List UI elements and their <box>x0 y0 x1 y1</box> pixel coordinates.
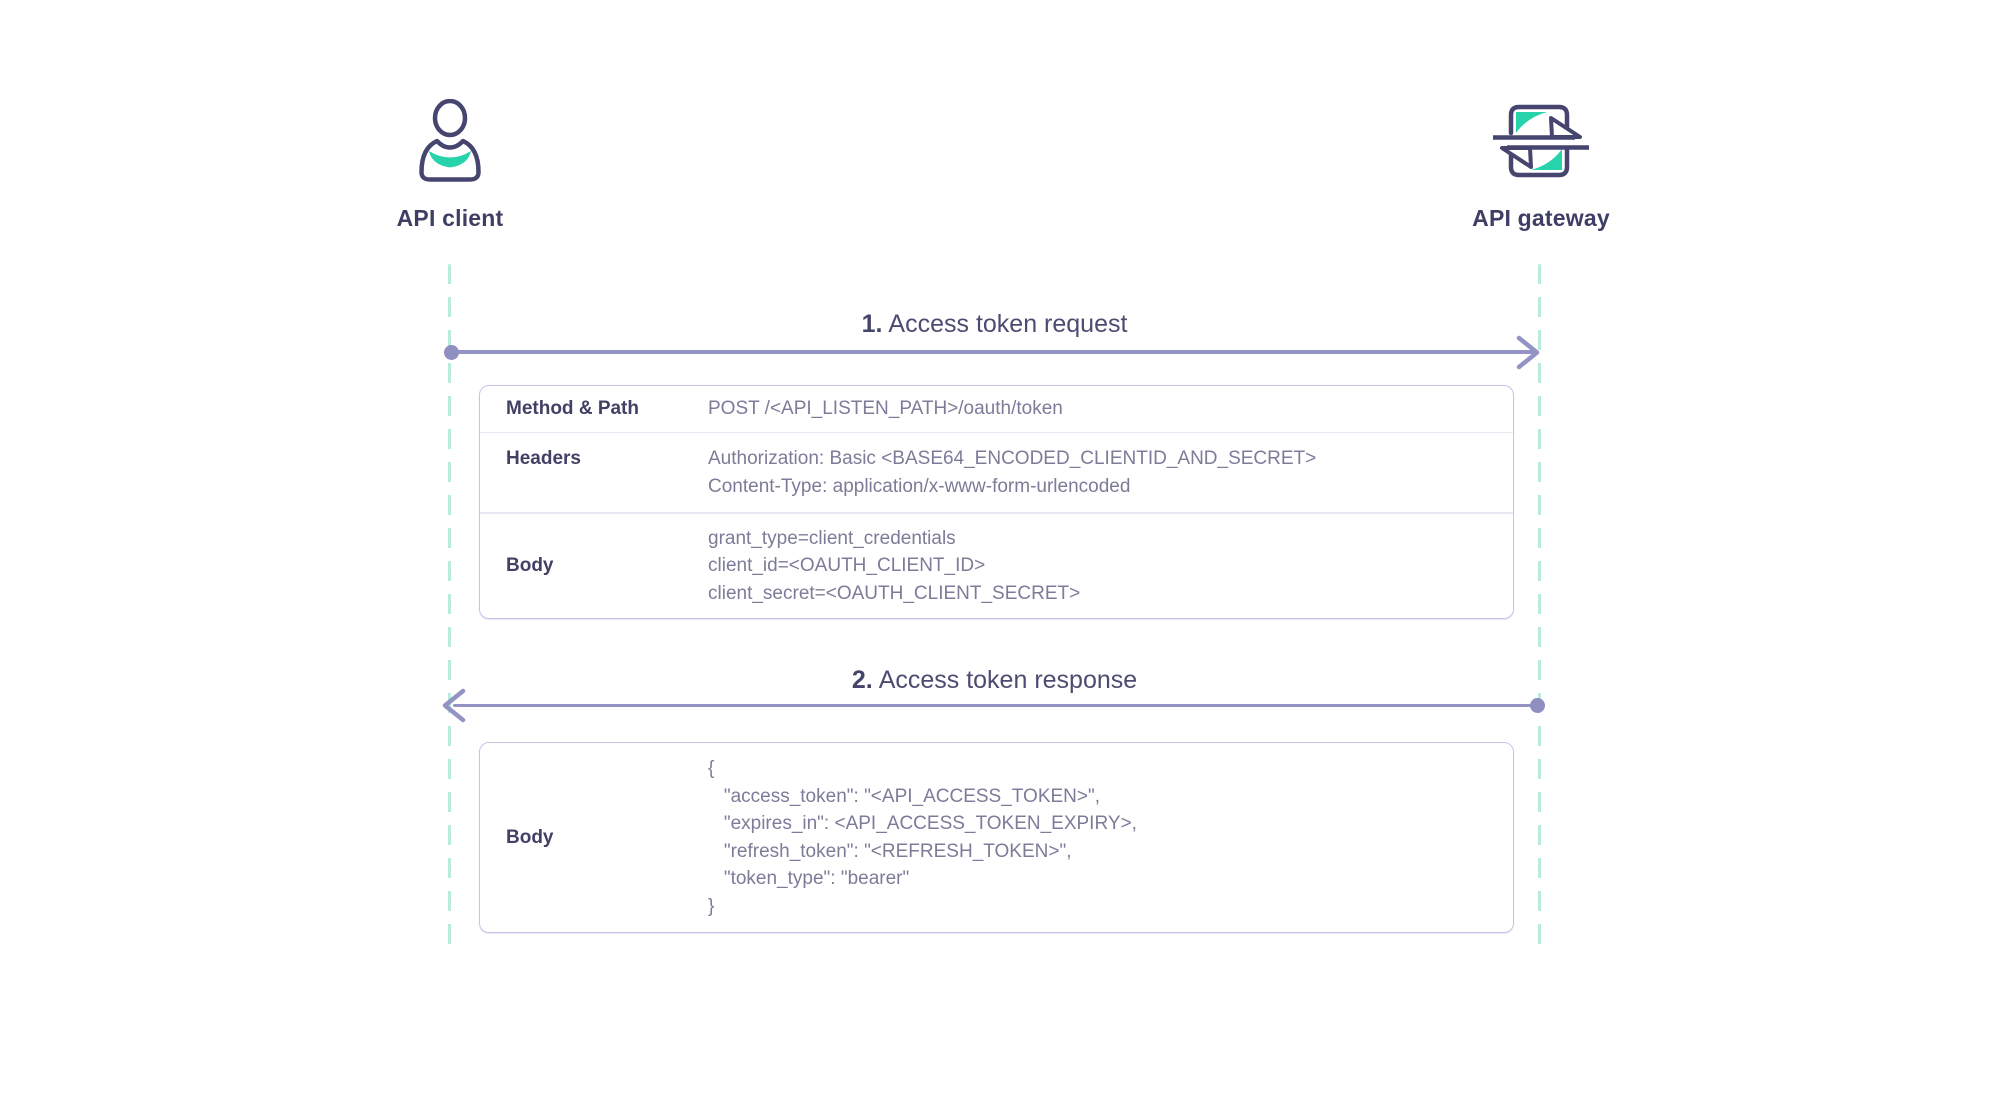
message-1-title: Access token request <box>888 310 1128 338</box>
row-value: { "access_token": "<API_ACCESS_TOKEN>", … <box>708 755 1513 920</box>
message-1-origin-dot <box>444 344 459 360</box>
row-value: Authorization: Basic <BASE64_ENCODED_CLI… <box>708 445 1513 500</box>
message-2-number: 2. <box>851 666 873 694</box>
value-line: "refresh_token": "<REFRESH_TOKEN>", <box>708 840 1072 862</box>
row-label: Method & Path <box>506 398 639 419</box>
row-label: Headers <box>506 448 581 469</box>
value-line: Content-Type: application/x-www-form-url… <box>708 475 1131 497</box>
response-table: Body { "access_token": "<API_ACCESS_TOKE… <box>479 742 1514 933</box>
message-2-origin-dot <box>1530 698 1545 713</box>
row-value: grant_type=client_credentials client_id=… <box>708 525 1513 608</box>
row-label: Body <box>506 555 554 576</box>
value-line: client_id=<OAUTH_CLIENT_ID> <box>708 555 986 576</box>
value-line: { <box>708 758 715 779</box>
arrow-right-icon <box>1516 335 1540 370</box>
value-line: POST /<API_LISTEN_PATH>/oauth/token <box>708 398 1063 419</box>
row-divider <box>480 431 1513 433</box>
table-row-headers: Headers Authorization: Basic <BASE64_ENC… <box>480 433 1513 512</box>
table-row-method-path: Method & Path POST /<API_LISTEN_PATH>/oa… <box>480 386 1513 432</box>
user-icon <box>419 99 481 182</box>
message-2-arrow-line <box>453 703 1536 707</box>
row-divider <box>480 512 1513 514</box>
arrow-left-icon <box>442 688 466 723</box>
value-line: "token_type": "bearer" <box>708 868 910 889</box>
message-1-arrow-line <box>451 350 1534 354</box>
value-line: Authorization: Basic <BASE64_ENCODED_CLI… <box>708 448 1317 469</box>
table-row-body: Body grant_type=client_credentials clien… <box>480 514 1513 619</box>
gateway-icon <box>1493 104 1589 178</box>
message-1-label: 1.Access token request <box>451 310 1538 339</box>
message-2-title: Access token response <box>878 666 1138 694</box>
value-line: grant_type=client_credentials <box>708 527 956 549</box>
value-line: "expires_in": <API_ACCESS_TOKEN_EXPIRY>, <box>708 813 1137 834</box>
actor-label-api-client: API client <box>396 205 504 231</box>
request-table: Method & Path POST /<API_LISTEN_PATH>/oa… <box>479 385 1514 619</box>
message-2-label: 2.Access token response <box>451 666 1538 695</box>
value-line: "access_token": "<API_ACCESS_TOKEN>", <box>708 785 1101 807</box>
row-label: Body <box>506 826 554 848</box>
actor-label-api-gateway: API gateway <box>1472 205 1610 231</box>
lifeline-api-client <box>447 264 451 956</box>
table-row-body: Body { "access_token": "<API_ACCESS_TOKE… <box>480 743 1513 932</box>
value-line: } <box>708 895 715 917</box>
lifeline-api-gateway <box>1537 264 1541 956</box>
value-line: client_secret=<OAUTH_CLIENT_SECRET> <box>708 582 1081 604</box>
row-value: POST /<API_LISTEN_PATH>/oauth/token <box>708 395 1513 423</box>
message-1-number: 1. <box>861 310 883 338</box>
